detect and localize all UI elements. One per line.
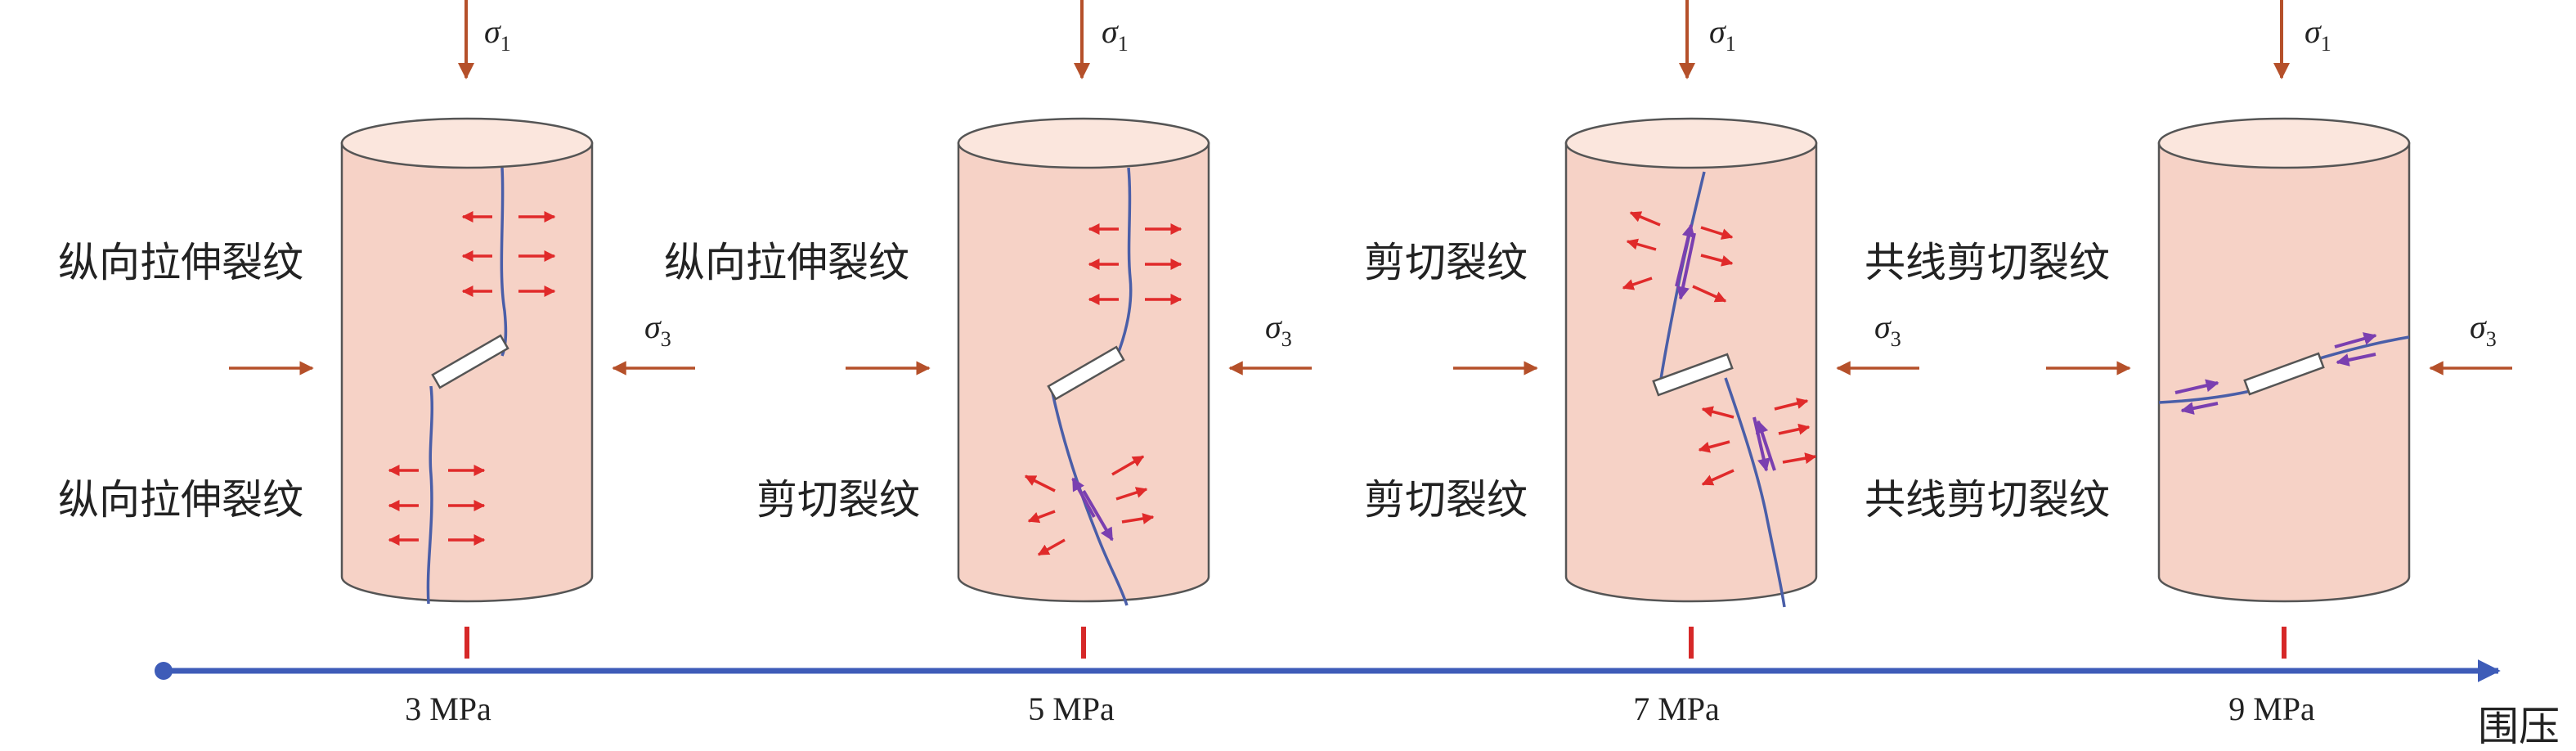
specimen-1: σ1 σ3 纵向拉伸裂纹 纵 [58,0,695,727]
axis-label: 围压 [2478,703,2560,750]
specimen-4: σ1 σ3 共线剪切裂纹 共线剪切裂纹 9 MPa [1865,0,2512,727]
sigma3-label: σ3 [2470,308,2497,351]
upper-crack-label: 共线剪切裂纹 [1865,239,2110,286]
shear-arrows [1675,223,1776,472]
sigma1-label: σ1 [2304,13,2331,56]
upper-crack-label: 纵向拉伸裂纹 [58,239,303,286]
crack-lower [1051,392,1129,606]
tension-arrows-lower [1024,455,1155,556]
crack-upper [1115,167,1133,357]
pre-existing-flaw [1047,345,1125,401]
crack-lower [1724,377,1786,608]
pressure-label: 3 MPa [405,690,491,727]
sigma3-label: σ3 [644,308,671,351]
cylinder-top [1564,117,1818,169]
specimen-3: σ1 σ3 剪切裂纹 [1364,0,1919,727]
tension-arrows-upper [461,211,556,297]
cylinder-top [957,117,1210,169]
crack-lower [426,385,433,605]
upper-crack-label: 纵向拉伸裂纹 [664,239,909,286]
sigma1-label: σ1 [1102,13,1129,56]
cylinder-top [340,117,594,169]
specimen-2: σ1 σ3 纵向拉伸裂纹 剪切裂纹 [664,0,1312,727]
shear-crack-left [2158,389,2251,404]
tension-arrows-lower [1698,398,1817,486]
pressure-label: 9 MPa [2228,690,2315,727]
tension-arrows-upper [1622,211,1734,303]
tension-arrows-lower [388,465,486,546]
pre-existing-flaw [431,334,509,389]
sigma3-label: σ3 [1265,308,1292,351]
shear-crack-right [2313,335,2410,362]
pre-existing-flaw [1652,353,1734,397]
tension-arrows-upper [1088,223,1183,305]
shear-arrows [2174,332,2377,415]
sigma1-label: σ1 [484,13,511,56]
pressure-label: 5 MPa [1028,690,1115,727]
pre-existing-flaw [2243,352,2325,396]
sigma1-label: σ1 [1709,13,1736,56]
pressure-label: 7 MPa [1633,690,1720,727]
lower-crack-label: 共线剪切裂纹 [1865,476,2110,524]
shear-arrows [1071,477,1114,542]
upper-crack-label: 剪切裂纹 [1364,239,1528,286]
sigma3-label: σ3 [1874,308,1901,351]
confining-pressure-axis: 围压 [155,659,2560,750]
lower-crack-label: 剪切裂纹 [756,476,920,524]
cylinder-top [2157,117,2411,169]
lower-crack-label: 剪切裂纹 [1364,476,1528,524]
lower-crack-label: 纵向拉伸裂纹 [58,476,303,524]
